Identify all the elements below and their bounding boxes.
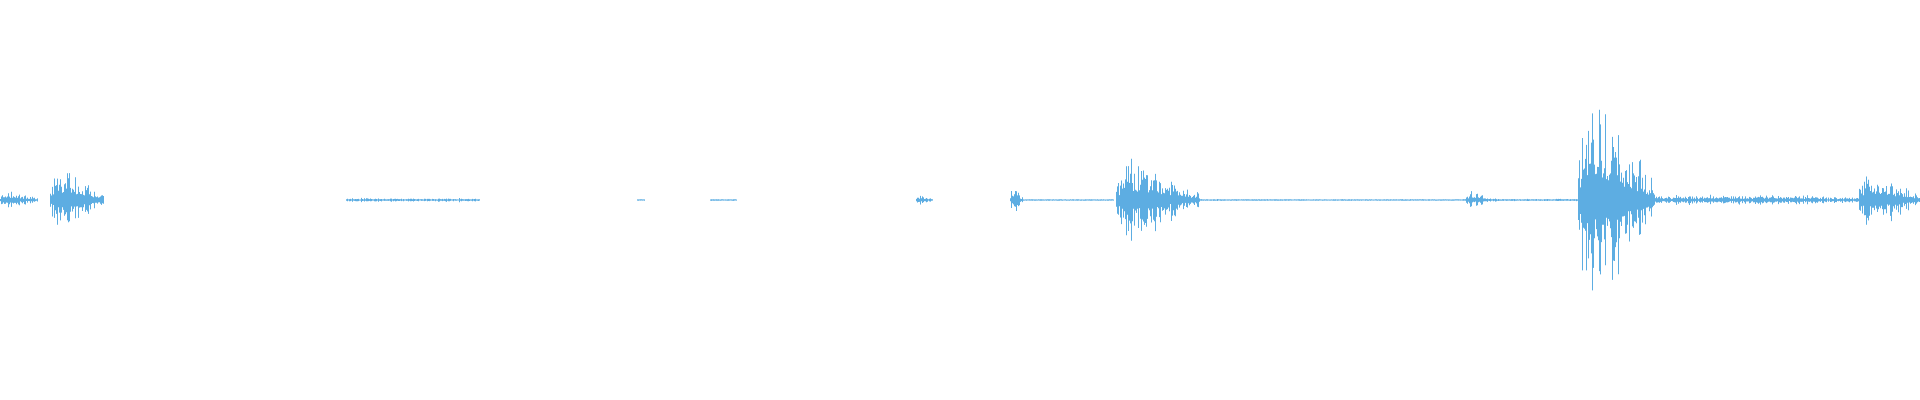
waveform-bars [710,199,737,201]
waveform-segment-burst [1859,176,1920,225]
waveform-bars [1010,191,1023,211]
waveform-segment-noise [1498,198,1578,202]
waveform-segment-burst [1465,191,1498,207]
waveform-bars [1578,109,1655,291]
waveform-segment-noise [637,199,645,201]
waveform-bars [916,195,933,205]
waveform-bars [346,197,480,203]
waveform-segment-noise [1655,194,1824,205]
waveform-segment-noise [346,197,480,203]
waveform-segment-noise [1023,199,1114,201]
waveform-bars [50,173,104,225]
waveform-bars [1655,194,1824,205]
waveform-segment-burst [50,173,104,225]
waveform-segment-noise [1200,199,1465,201]
waveform-bars [0,191,38,208]
waveform-bars [1023,199,1114,201]
waveform-segment-noise [710,199,737,201]
waveform-bars [1200,199,1465,201]
waveform-segment-burst [1578,109,1655,291]
waveform-bars [1824,197,1859,203]
waveform-bars [1859,176,1920,225]
waveform-bars [637,199,645,201]
waveform-segment-burst [1010,191,1023,211]
waveform-bars [1116,158,1200,241]
waveform-segment-burst [916,195,933,205]
waveform-segment-burst [0,191,38,208]
waveform-bars [1465,191,1498,207]
waveform-bars [1498,198,1578,202]
waveform-segment-burst [1116,158,1200,241]
waveform-segment-noise [1824,197,1859,203]
